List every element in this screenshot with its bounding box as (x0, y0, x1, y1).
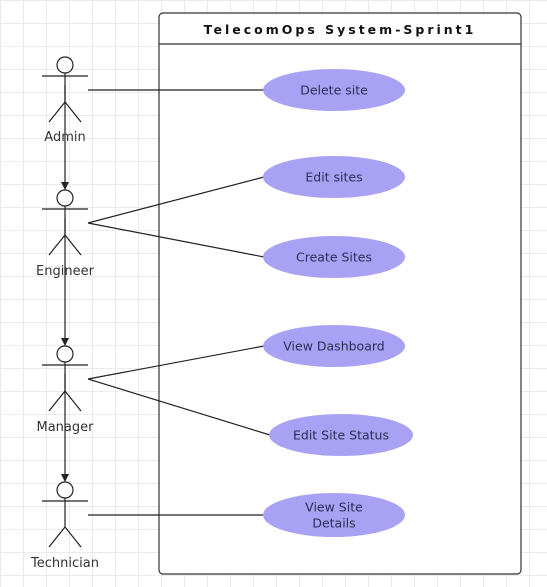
use-case-label: View Site (305, 500, 363, 515)
use-case-view-dashboard[interactable]: View Dashboard (263, 325, 405, 367)
actor-engineer[interactable]: Engineer (36, 189, 95, 279)
actor-technician[interactable]: Technician (30, 481, 99, 571)
actor-admin[interactable]: Admin (42, 56, 88, 145)
system-boundary: TelecomOps System-Sprint1 (158, 12, 522, 575)
use-case-delete-site[interactable]: Delete site (263, 69, 405, 111)
use-case-ellipse (263, 236, 405, 278)
association-engineer-create-sites (87, 222, 265, 258)
use-case-edit-site-status[interactable]: Edit Site Status (269, 414, 413, 456)
use-case-ellipse (263, 156, 405, 198)
use-case-edit-sites[interactable]: Edit sites (263, 156, 405, 198)
actor-figure-icon (42, 56, 88, 123)
use-case-label: Edit sites (305, 170, 362, 185)
actor-figure-icon (42, 345, 88, 412)
use-case-label: View Dashboard (283, 339, 384, 354)
actor-figure-icon (42, 481, 88, 548)
actor-label: Technician (30, 556, 99, 571)
actor-label: Manager (37, 420, 95, 435)
use-case-label: Details (312, 516, 355, 531)
system-title: TelecomOps System-Sprint1 (204, 22, 477, 37)
use-case-label: Edit Site Status (293, 428, 389, 443)
actor-label: Engineer (36, 264, 95, 279)
association-manager-edit-site-status (87, 378, 271, 436)
use-case-ellipse (263, 325, 405, 367)
use-case-label: Delete site (300, 83, 368, 98)
use-case-ellipse (263, 69, 405, 111)
use-case-ellipse (269, 414, 413, 456)
use-case-ellipse (263, 493, 405, 537)
actor-label: Admin (44, 130, 85, 145)
actor-figure-icon (42, 189, 88, 256)
actor-manager[interactable]: Manager (37, 345, 95, 435)
association-engineer-edit-sites (87, 176, 265, 224)
association-manager-view-dashboard (87, 345, 265, 380)
use-case-label: Create Sites (296, 250, 372, 265)
use-case-create-sites[interactable]: Create Sites (263, 236, 405, 278)
